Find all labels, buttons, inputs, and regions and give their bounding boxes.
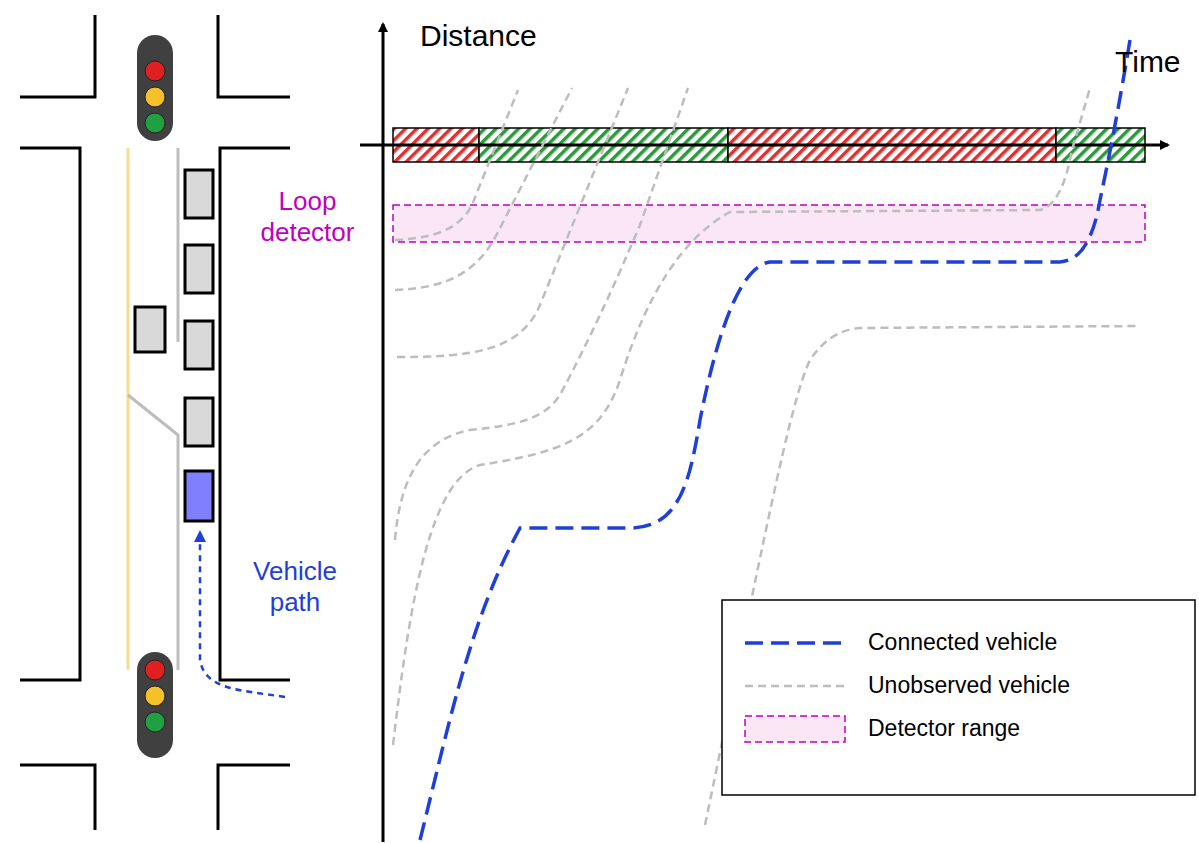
queued-cars — [135, 170, 213, 446]
traffic-light-top — [137, 35, 173, 141]
legend-text: Connected vehicle — [868, 629, 1057, 657]
legend-sample-detector — [745, 716, 845, 742]
detector-label: Loop detector — [245, 186, 370, 248]
traffic-light-bottom — [137, 652, 173, 758]
time-axis — [360, 144, 1168, 147]
legend-sample-unobserved — [745, 685, 845, 688]
centre-line — [127, 148, 130, 670]
axis-label: Time — [1115, 44, 1181, 80]
legend-text: Unobserved vehicle — [868, 672, 1070, 700]
distance-axis — [382, 24, 385, 842]
connected-car — [185, 471, 213, 521]
legend-sample-connected — [745, 641, 845, 645]
legend-text: Detector range — [868, 715, 1020, 743]
axis-label: Distance — [420, 18, 537, 54]
lane-lines — [128, 148, 178, 670]
path-label: Vehicle path — [236, 556, 354, 618]
street-edges — [20, 15, 290, 830]
legend-box — [722, 600, 1195, 795]
